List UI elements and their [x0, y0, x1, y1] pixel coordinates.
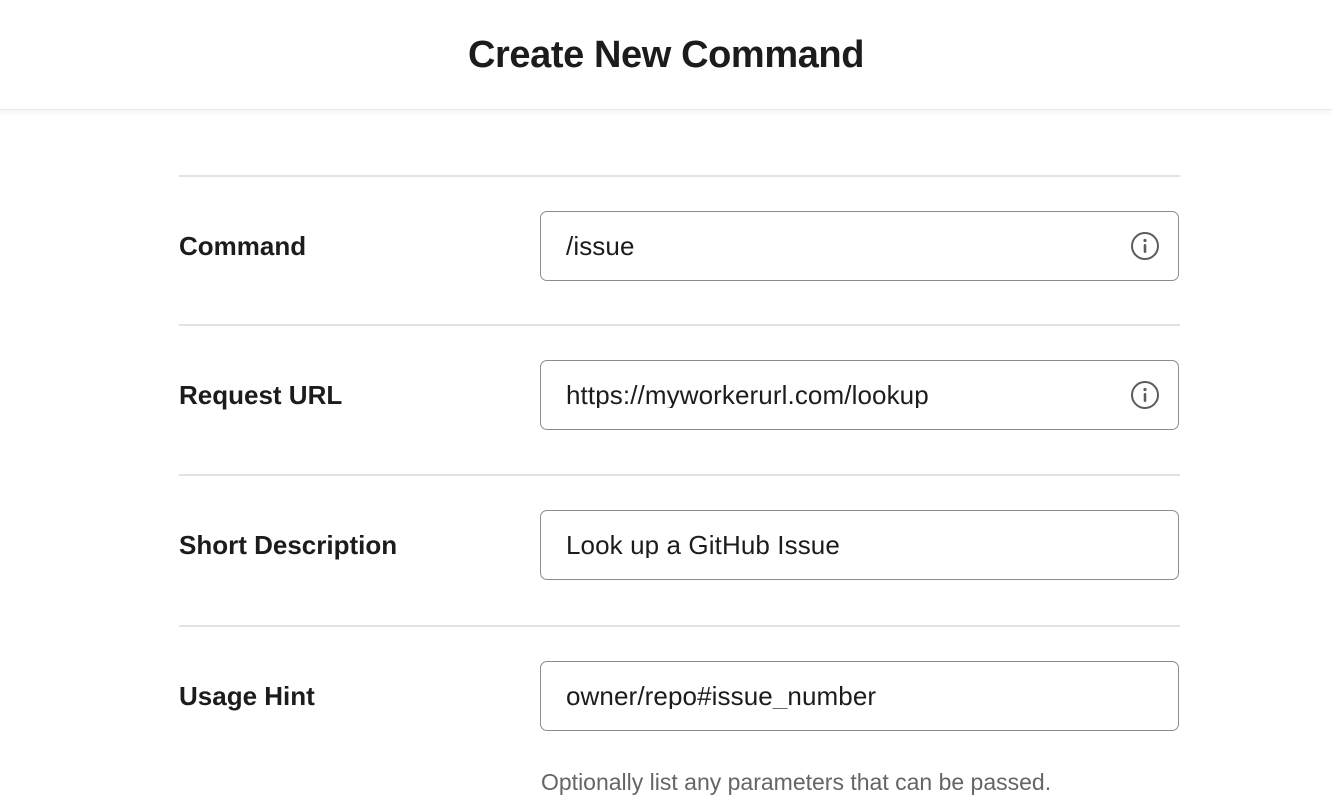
form-row-command: Command /issue: [179, 177, 1180, 324]
info-icon[interactable]: [1130, 231, 1160, 261]
control-short-description: Look up a GitHub Issue: [540, 476, 1180, 580]
command-form: Command /issue Request URL: [0, 110, 1332, 810]
control-request-url: https://myworkerurl.com/lookup: [540, 326, 1180, 430]
control-usage-hint: owner/repo#issue_number Optionally list …: [540, 627, 1180, 794]
usage-hint-helper-text: Optionally list any parameters that can …: [541, 769, 1052, 795]
page-title: Create New Command: [467, 33, 865, 76]
row-divider-2: [179, 474, 1180, 476]
row-divider-3: [179, 625, 1180, 627]
form-row-request-url: Request URL https://myworkerurl.com/look…: [179, 326, 1180, 474]
form-row-usage-hint: Usage Hint owner/repo#issue_number Optio…: [179, 627, 1180, 794]
label-request-url: Request URL: [179, 380, 343, 410]
page-header: Create New Command: [0, 0, 1332, 110]
request-url-input[interactable]: https://myworkerurl.com/lookup: [540, 360, 1179, 430]
row-divider-top: [179, 175, 1180, 177]
label-command: Command: [179, 231, 307, 261]
command-input[interactable]: /issue: [540, 211, 1179, 281]
usage-hint-input[interactable]: owner/repo#issue_number: [540, 661, 1179, 731]
row-divider-1: [179, 324, 1180, 326]
control-command: /issue: [540, 177, 1180, 281]
label-usage-hint: Usage Hint: [179, 681, 315, 711]
request-url-input-value: https://myworkerurl.com/lookup: [566, 382, 929, 408]
short-description-input-value: Look up a GitHub Issue: [566, 532, 840, 558]
short-description-input[interactable]: Look up a GitHub Issue: [540, 510, 1179, 580]
usage-hint-input-value: owner/repo#issue_number: [566, 683, 877, 709]
form-row-short-description: Short Description Look up a GitHub Issue: [179, 476, 1180, 625]
label-short-description: Short Description: [179, 530, 398, 560]
info-icon[interactable]: [1130, 380, 1160, 410]
form-rows-container: Command /issue Request URL: [179, 175, 1180, 794]
command-input-value: /issue: [566, 233, 635, 259]
